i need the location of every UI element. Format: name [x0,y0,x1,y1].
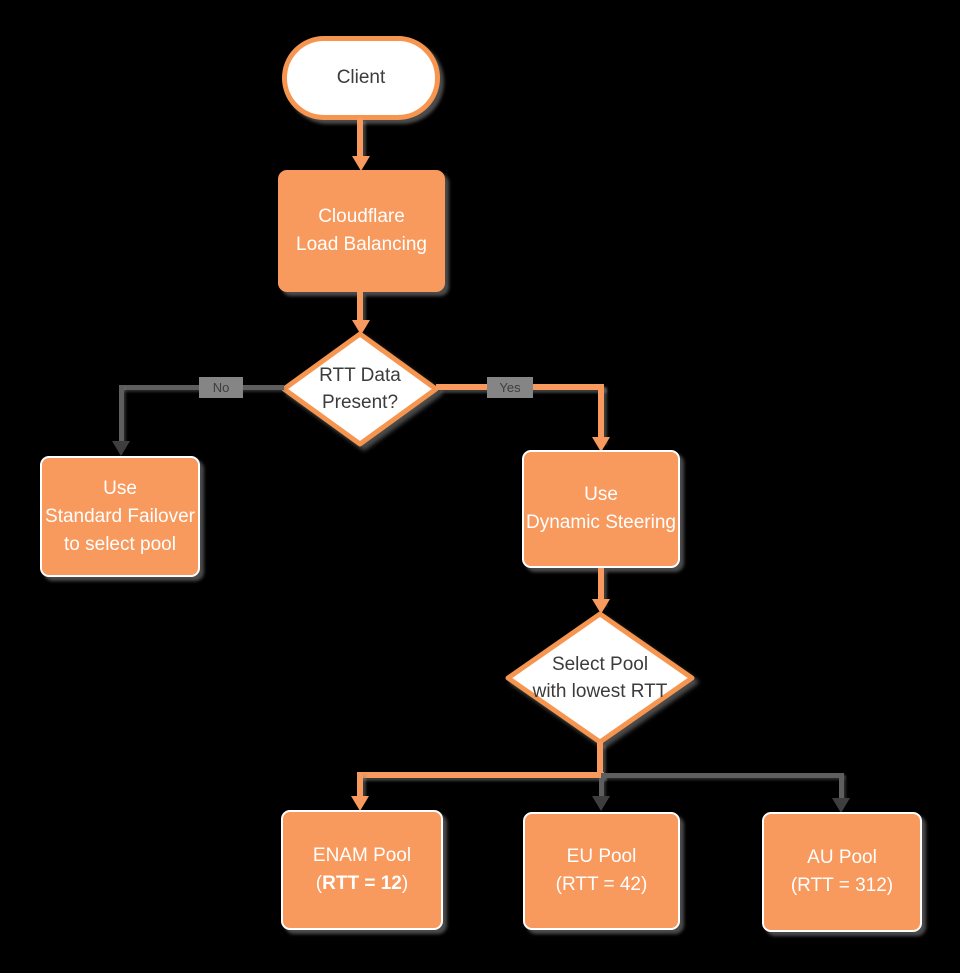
node-failover-line3: to select pool [64,533,176,555]
node-failover-line2: Standard Failover [45,505,195,527]
edge-to-enam-vertical [357,772,363,798]
arrowhead-down-icon [352,320,370,335]
node-cloudflare-line2: Load Balancing [296,234,427,255]
node-eu-pool: EU Pool (RTT = 42) [523,812,680,930]
decision-select-text: Select Pool with lowest RTT [505,611,695,745]
edge-label-no-text: No [212,380,230,395]
node-cloudflare-load-balancing: Cloudflare Load Balancing [278,170,445,292]
node-enam-rtt-value: RTT = 12 [322,873,402,894]
edge-client-to-loadbalancer [357,118,363,160]
edge-to-enam-horizontal [357,772,604,778]
node-enam-close-paren: ) [401,873,409,894]
edge-label-yes-text: Yes [499,380,521,395]
node-cloudflare-line1: Cloudflare [318,206,405,227]
edge-loadbalancer-to-rtt-decision [357,292,363,324]
arrowhead-down-icon [592,599,610,614]
arrowhead-down-icon [112,441,130,456]
node-client: Client [282,36,440,120]
node-enam-open-paren: ( [315,873,323,894]
node-dynamic-line2: Dynamic Steering [526,512,676,533]
edge-to-au-vertical [839,773,844,798]
node-enam-line2: (RTT = 12) [316,870,408,898]
decision-rtt-data-present: RTT Data Present? [281,331,439,447]
node-au-line1: AU Pool [807,847,877,868]
decision-rtt-line2: Present? [321,392,399,413]
node-eu-line1: EU Pool [566,846,637,867]
edge-to-au-horizontal [601,773,843,778]
decision-select-line1: Select Pool [551,654,649,675]
node-dynamic-steering: Use Dynamic Steering [522,450,680,568]
decision-select-line2: with lowest RTT [532,681,668,702]
edge-yes-vertical [598,384,604,442]
node-dynamic-line1: Use [584,484,618,505]
arrowhead-down-icon [351,796,369,811]
arrowhead-down-icon [592,796,610,811]
node-standard-failover: Use Standard Failover to select pool [40,456,200,577]
edge-no-vertical [119,385,124,443]
node-enam-pool: ENAM Pool (RTT = 12) [281,810,443,930]
arrowhead-down-icon [352,156,370,171]
node-failover-line1: Use [103,477,137,499]
decision-rtt-line1: RTT Data [319,365,401,386]
decision-rtt-text: RTT Data Present? [281,331,439,447]
edge-dynamic-to-select-pool [598,568,604,604]
node-au-pool: AU Pool (RTT = 312) [762,812,922,932]
arrowhead-down-icon [832,798,850,813]
edge-label-yes: Yes [487,377,533,398]
edge-select-pool-stem [597,742,603,778]
edge-to-eu-vertical [599,778,604,796]
node-client-label: Client [336,67,386,88]
edge-label-no: No [199,377,243,398]
arrowhead-down-icon [592,437,610,452]
decision-select-pool: Select Pool with lowest RTT [505,611,695,745]
diamond-shape-icon [281,331,439,447]
node-au-line2: (RTT = 312) [790,875,894,896]
node-enam-line1: ENAM Pool [312,845,412,866]
node-eu-line2: (RTT = 42) [555,874,648,895]
